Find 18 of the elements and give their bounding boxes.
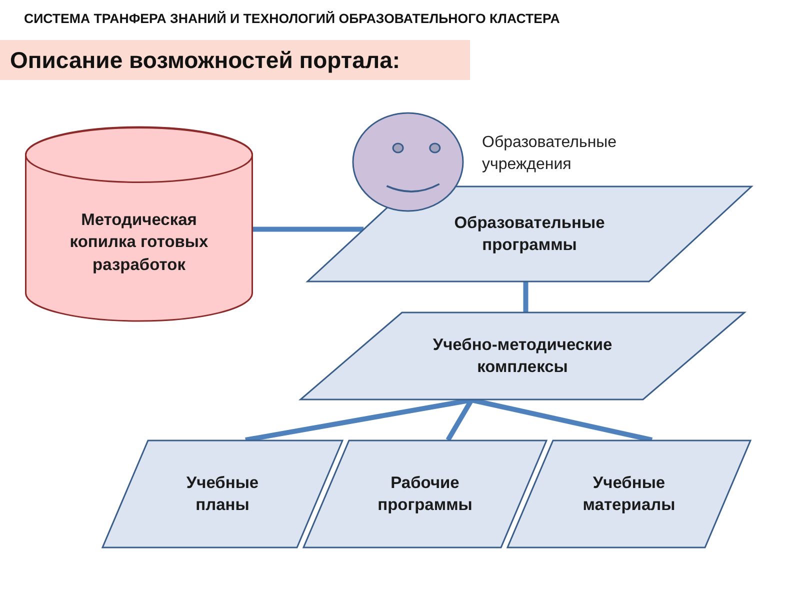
- node-caption: Образовательные учреждения: [482, 133, 618, 176]
- diagram-title: СИСТЕМА ТРАНФЕРА ЗНАНИЙ И ТЕХНОЛОГИЙ ОБРАЗОВАТЕЛЬНОГО КЛАСТЕРА: [24, 11, 560, 26]
- node-label: Учебные планы: [185, 472, 260, 516]
- smiley-icon: [352, 112, 464, 212]
- connector-line: [253, 226, 364, 232]
- node-label: Рабочие программы: [376, 472, 474, 516]
- parallelogram-box: [101, 440, 344, 548]
- parallelogram-box: [306, 186, 754, 282]
- connector-line: [523, 282, 528, 312]
- database-cylinder: [25, 126, 253, 322]
- node-label: Учебные материалы: [582, 472, 676, 516]
- node-label: Методическая копилка готовых разработок: [68, 210, 210, 276]
- node-label: Образовательные программы: [453, 212, 606, 256]
- section-heading: Описание возможностей портала:: [0, 40, 470, 80]
- node-label: Учебно-методические комплексы: [432, 334, 614, 378]
- parallelogram-box: [298, 312, 747, 400]
- parallelogram-box: [506, 440, 752, 548]
- parallelogram-box: [302, 440, 548, 548]
